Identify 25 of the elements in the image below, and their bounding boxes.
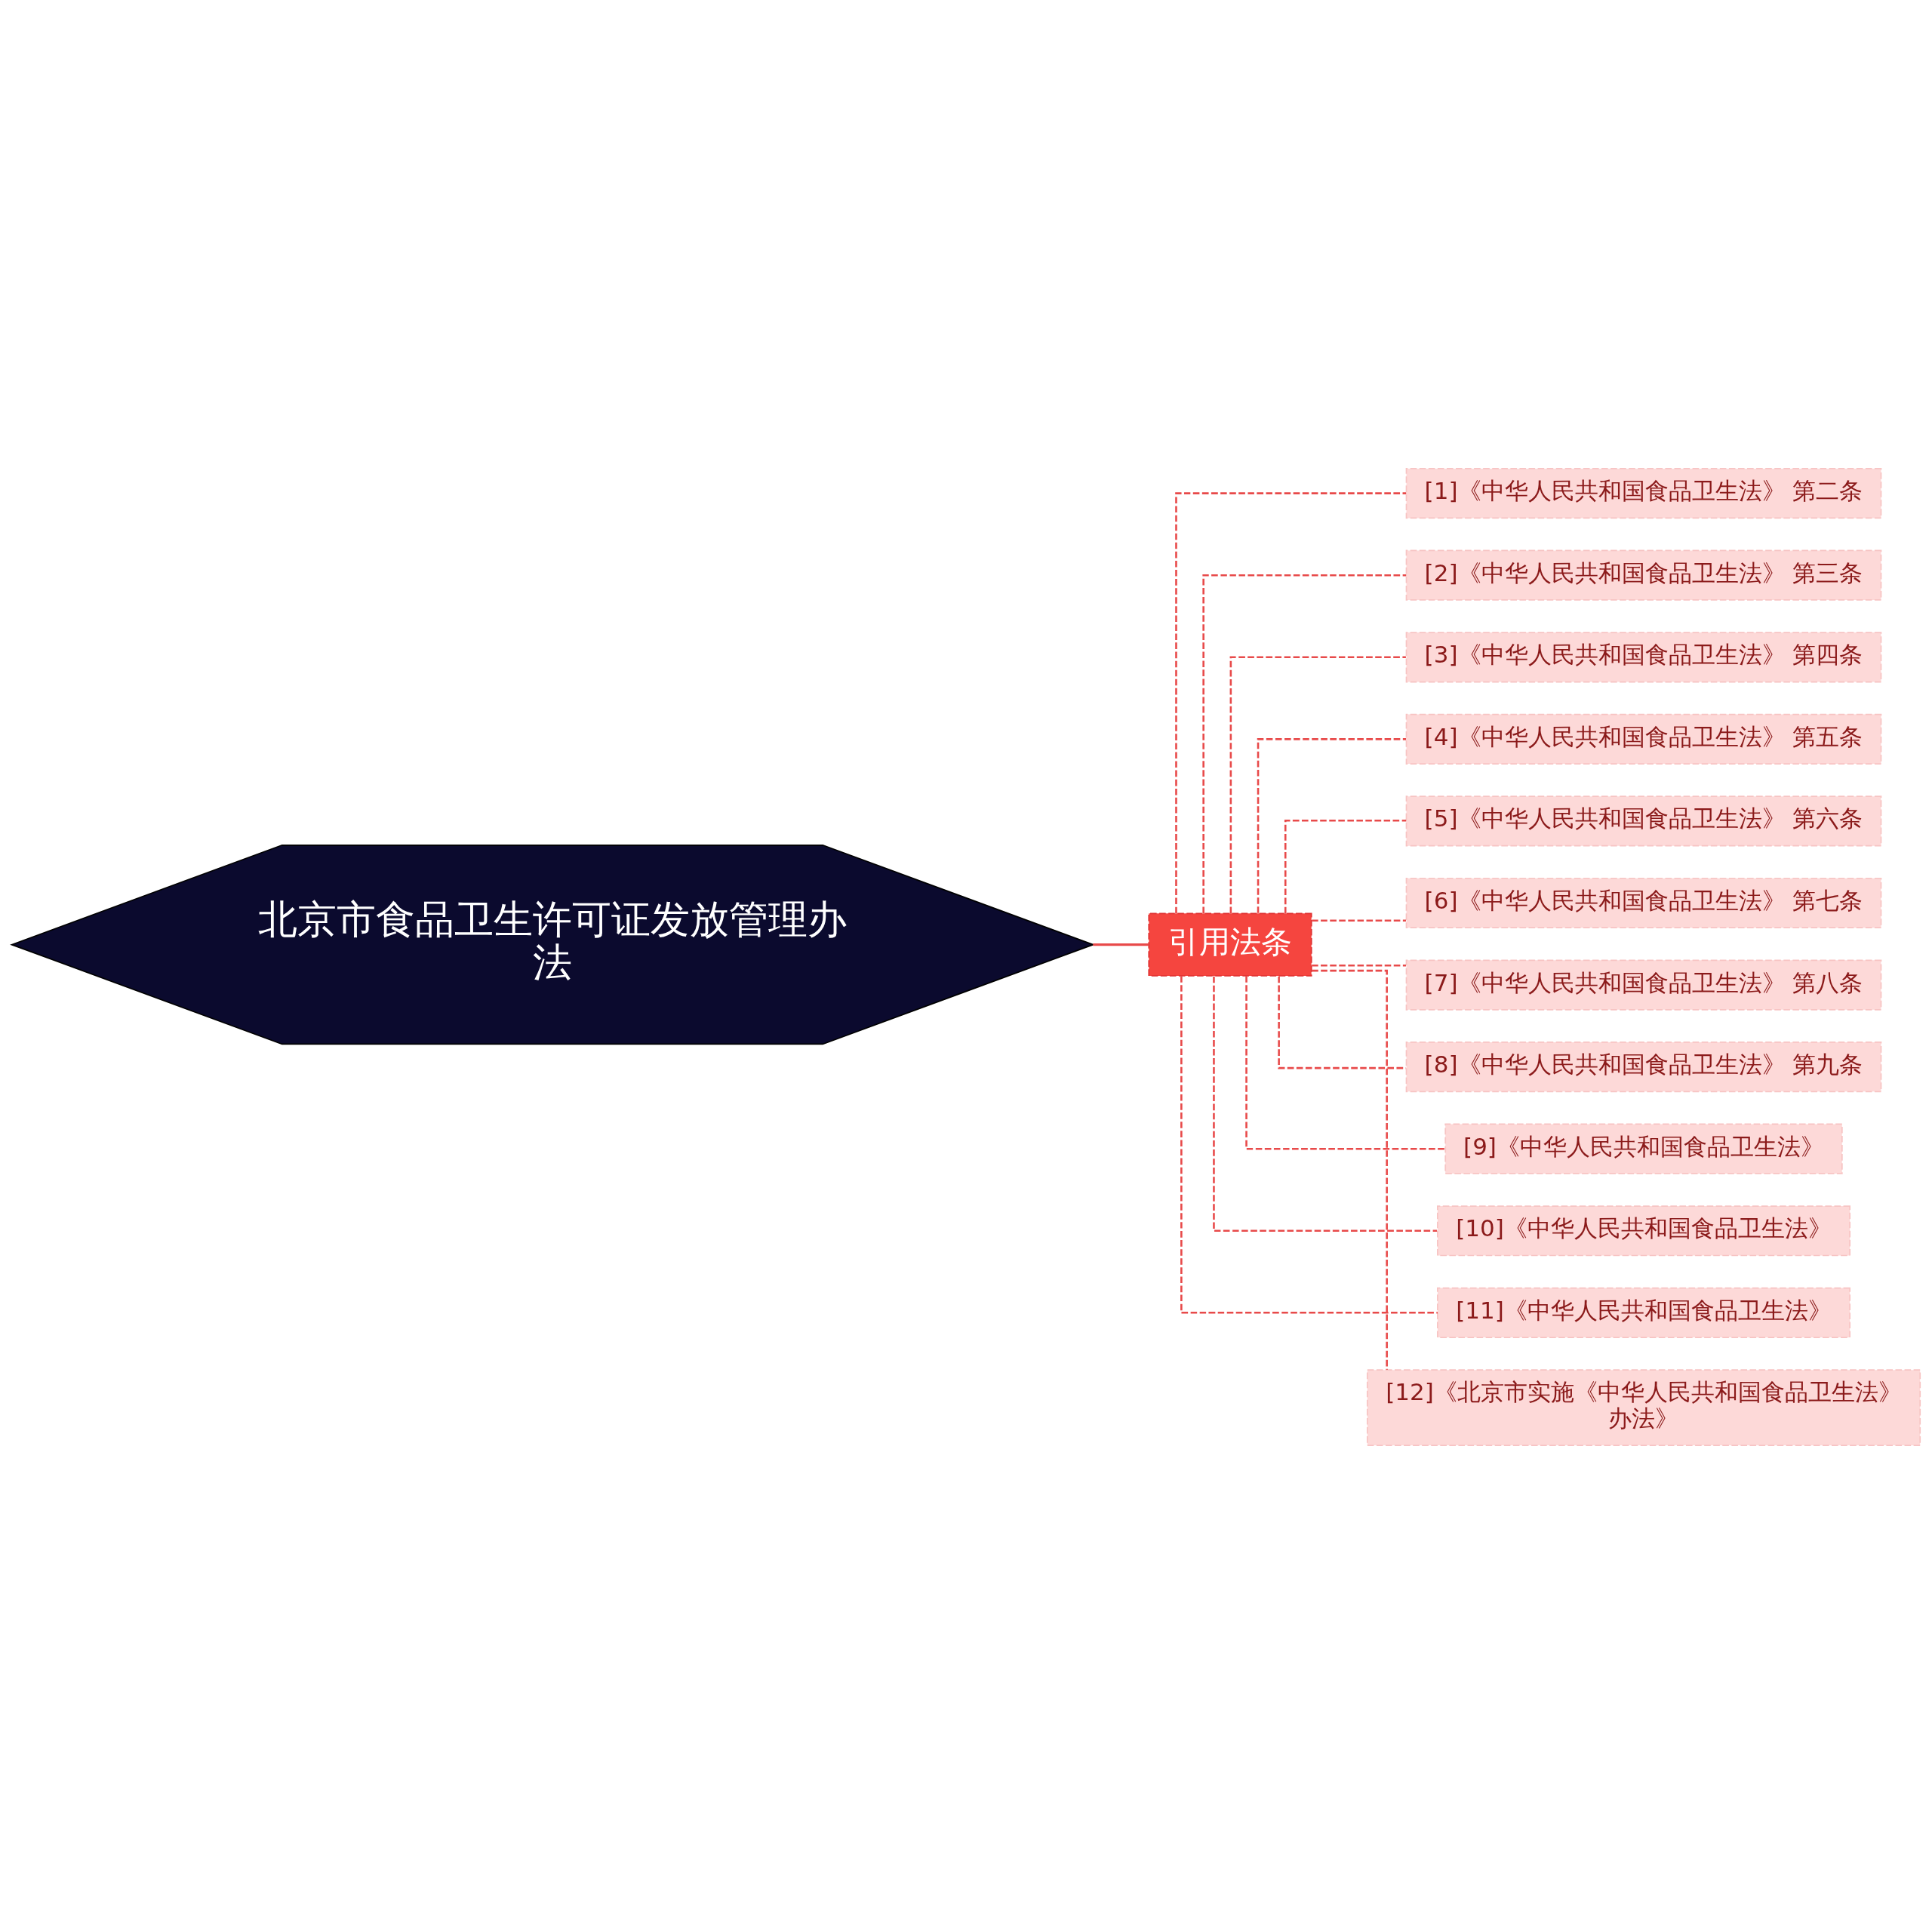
connector <box>1202 574 1407 913</box>
connector <box>1312 964 1406 967</box>
node-box: [11]《中华人民共和国食品卫生法》 <box>1437 1287 1850 1338</box>
node-box: [2]《中华人民共和国食品卫生法》 第三条 <box>1405 549 1882 601</box>
connector <box>1312 969 1388 1370</box>
node-box: [4]《中华人民共和国食品卫生法》 第五条 <box>1405 713 1882 765</box>
connector <box>1257 738 1407 913</box>
connector <box>1213 976 1438 1232</box>
connector <box>1312 919 1406 922</box>
connector <box>1093 943 1149 946</box>
node-box: [1]《中华人民共和国食品卫生法》 第二条 <box>1405 468 1882 519</box>
connector <box>1180 976 1438 1314</box>
node-box: [8]《中华人民共和国食品卫生法》 第九条 <box>1405 1042 1882 1093</box>
node-box: [6]《中华人民共和国食品卫生法》 第七条 <box>1405 877 1882 929</box>
node-box: [12]《北京市实施《中华人民共和国食品卫生法》办法》 <box>1366 1369 1921 1446</box>
node-box: [7]《中华人民共和国食品卫生法》 第八条 <box>1405 959 1882 1011</box>
node-box: [10]《中华人民共和国食品卫生法》 <box>1437 1205 1850 1257</box>
node-box: [5]《中华人民共和国食品卫生法》 第六条 <box>1405 795 1882 847</box>
connector <box>1175 492 1407 914</box>
connector <box>1245 976 1445 1150</box>
node-box: 引用法条 <box>1148 912 1312 977</box>
connector <box>1229 656 1406 914</box>
connector <box>1284 819 1407 914</box>
node-box: [3]《中华人民共和国食品卫生法》 第四条 <box>1405 632 1882 683</box>
node-box: [9]《中华人民共和国食品卫生法》 <box>1444 1123 1843 1174</box>
